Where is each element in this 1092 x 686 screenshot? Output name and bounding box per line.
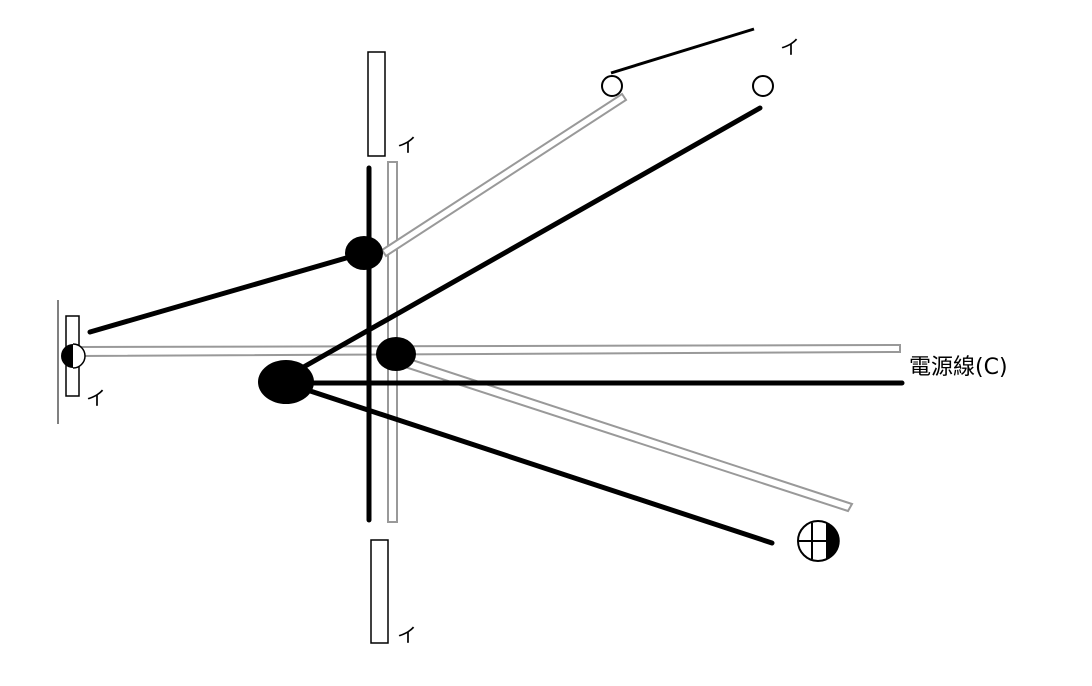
wire-to-left-switch [87,251,363,335]
wire-to-outlet [283,380,775,546]
lamp-bottom [370,539,389,644]
junction-upper [345,236,383,270]
junction-main [258,360,314,404]
power-line-label: 電源線(C) [909,355,1008,380]
switch-label-top-lamp: イ [397,133,417,157]
switch-label-bottom-lamp: イ [397,623,417,647]
wires [87,105,905,546]
switch-circle-upper-left [601,75,623,97]
conduit-lines [77,92,901,523]
switch-circle-upper-right [752,75,774,97]
conduit-diagonal-upper [380,92,628,258]
lamp-left-halfcircle-open [72,343,86,369]
lamp-top [367,51,386,157]
lamp-left-halfcircle [61,344,73,368]
wire-to-upper-right-switch [283,105,763,380]
conduit-horizontal [77,343,901,358]
junction-middle [376,337,416,371]
outlet-icon [797,520,840,562]
wire-switch-arm [610,27,755,75]
switch-label-top-right: イ [780,35,800,59]
switch-label-left-lamp: イ [86,386,106,410]
